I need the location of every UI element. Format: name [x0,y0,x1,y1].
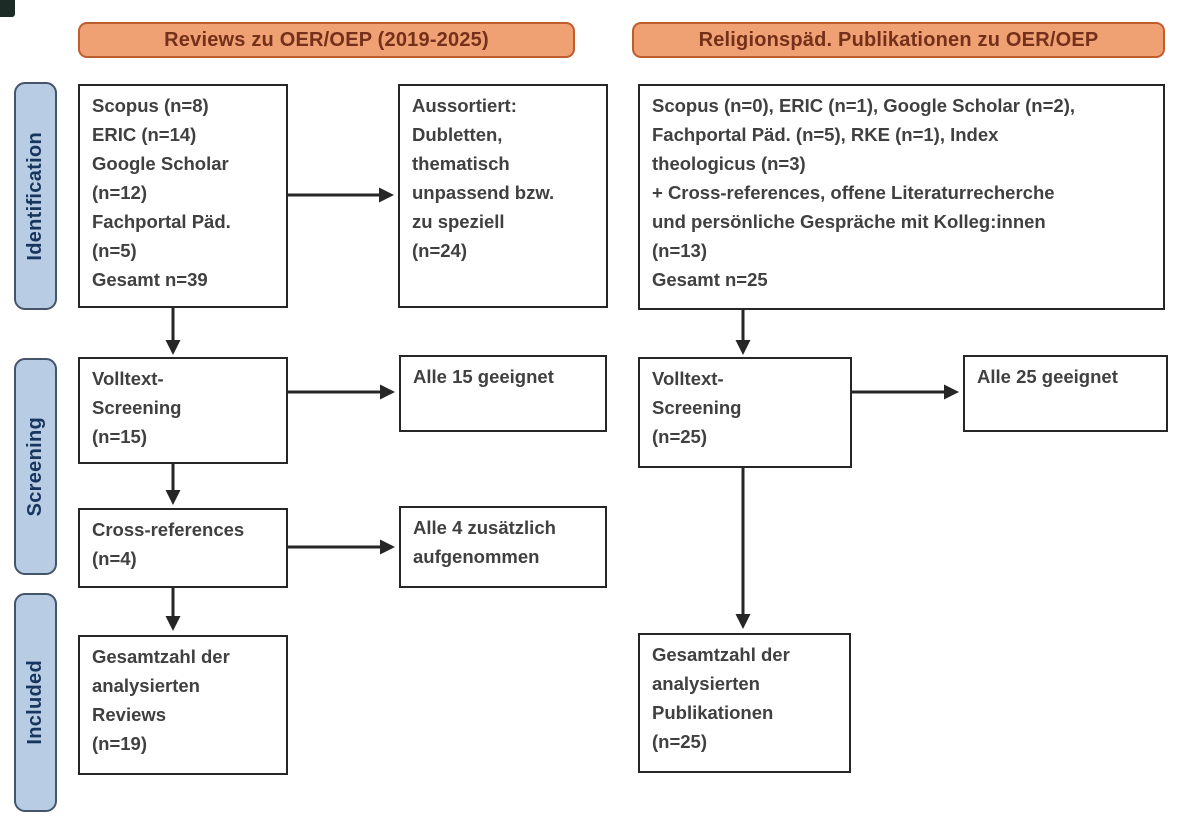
stage-label-screening-text: Screening [24,416,46,517]
stage-label-screening: Screening [14,358,57,575]
stage-label-identification-text: Identification [24,131,46,261]
stage-label-included: Included [14,593,57,812]
box-left-cross-references-result: Alle 4 zusätzlich aufgenommen [399,506,607,588]
box-left-included-total: Gesamtzahl der analysierten Reviews (n=1… [78,635,288,775]
box-left-cross-references: Cross-references (n=4) [78,508,288,588]
box-right-fulltext-result: Alle 25 geeignet [963,355,1168,432]
column-header-reviews: Reviews zu OER/OEP (2019-2025) [78,22,575,58]
box-right-included-total: Gesamtzahl der analysierten Publikatione… [638,633,851,773]
box-left-excluded: Aussortiert: Dubletten, thematisch unpas… [398,84,608,308]
box-left-fulltext-result: Alle 15 geeignet [399,355,607,432]
box-left-identification-sources: Scopus (n=8) ERIC (n=14) Google Scholar … [78,84,288,308]
box-left-fulltext-screening: Volltext- Screening (n=15) [78,357,288,464]
stage-label-identification: Identification [14,82,57,310]
stage-label-included-text: Included [24,660,46,745]
corner-artifact [0,0,15,17]
box-right-fulltext-screening: Volltext- Screening (n=25) [638,357,852,468]
column-header-religionspaed: Religionspäd. Publikationen zu OER/OEP [632,22,1165,58]
box-right-identification-sources: Scopus (n=0), ERIC (n=1), Google Scholar… [638,84,1165,310]
